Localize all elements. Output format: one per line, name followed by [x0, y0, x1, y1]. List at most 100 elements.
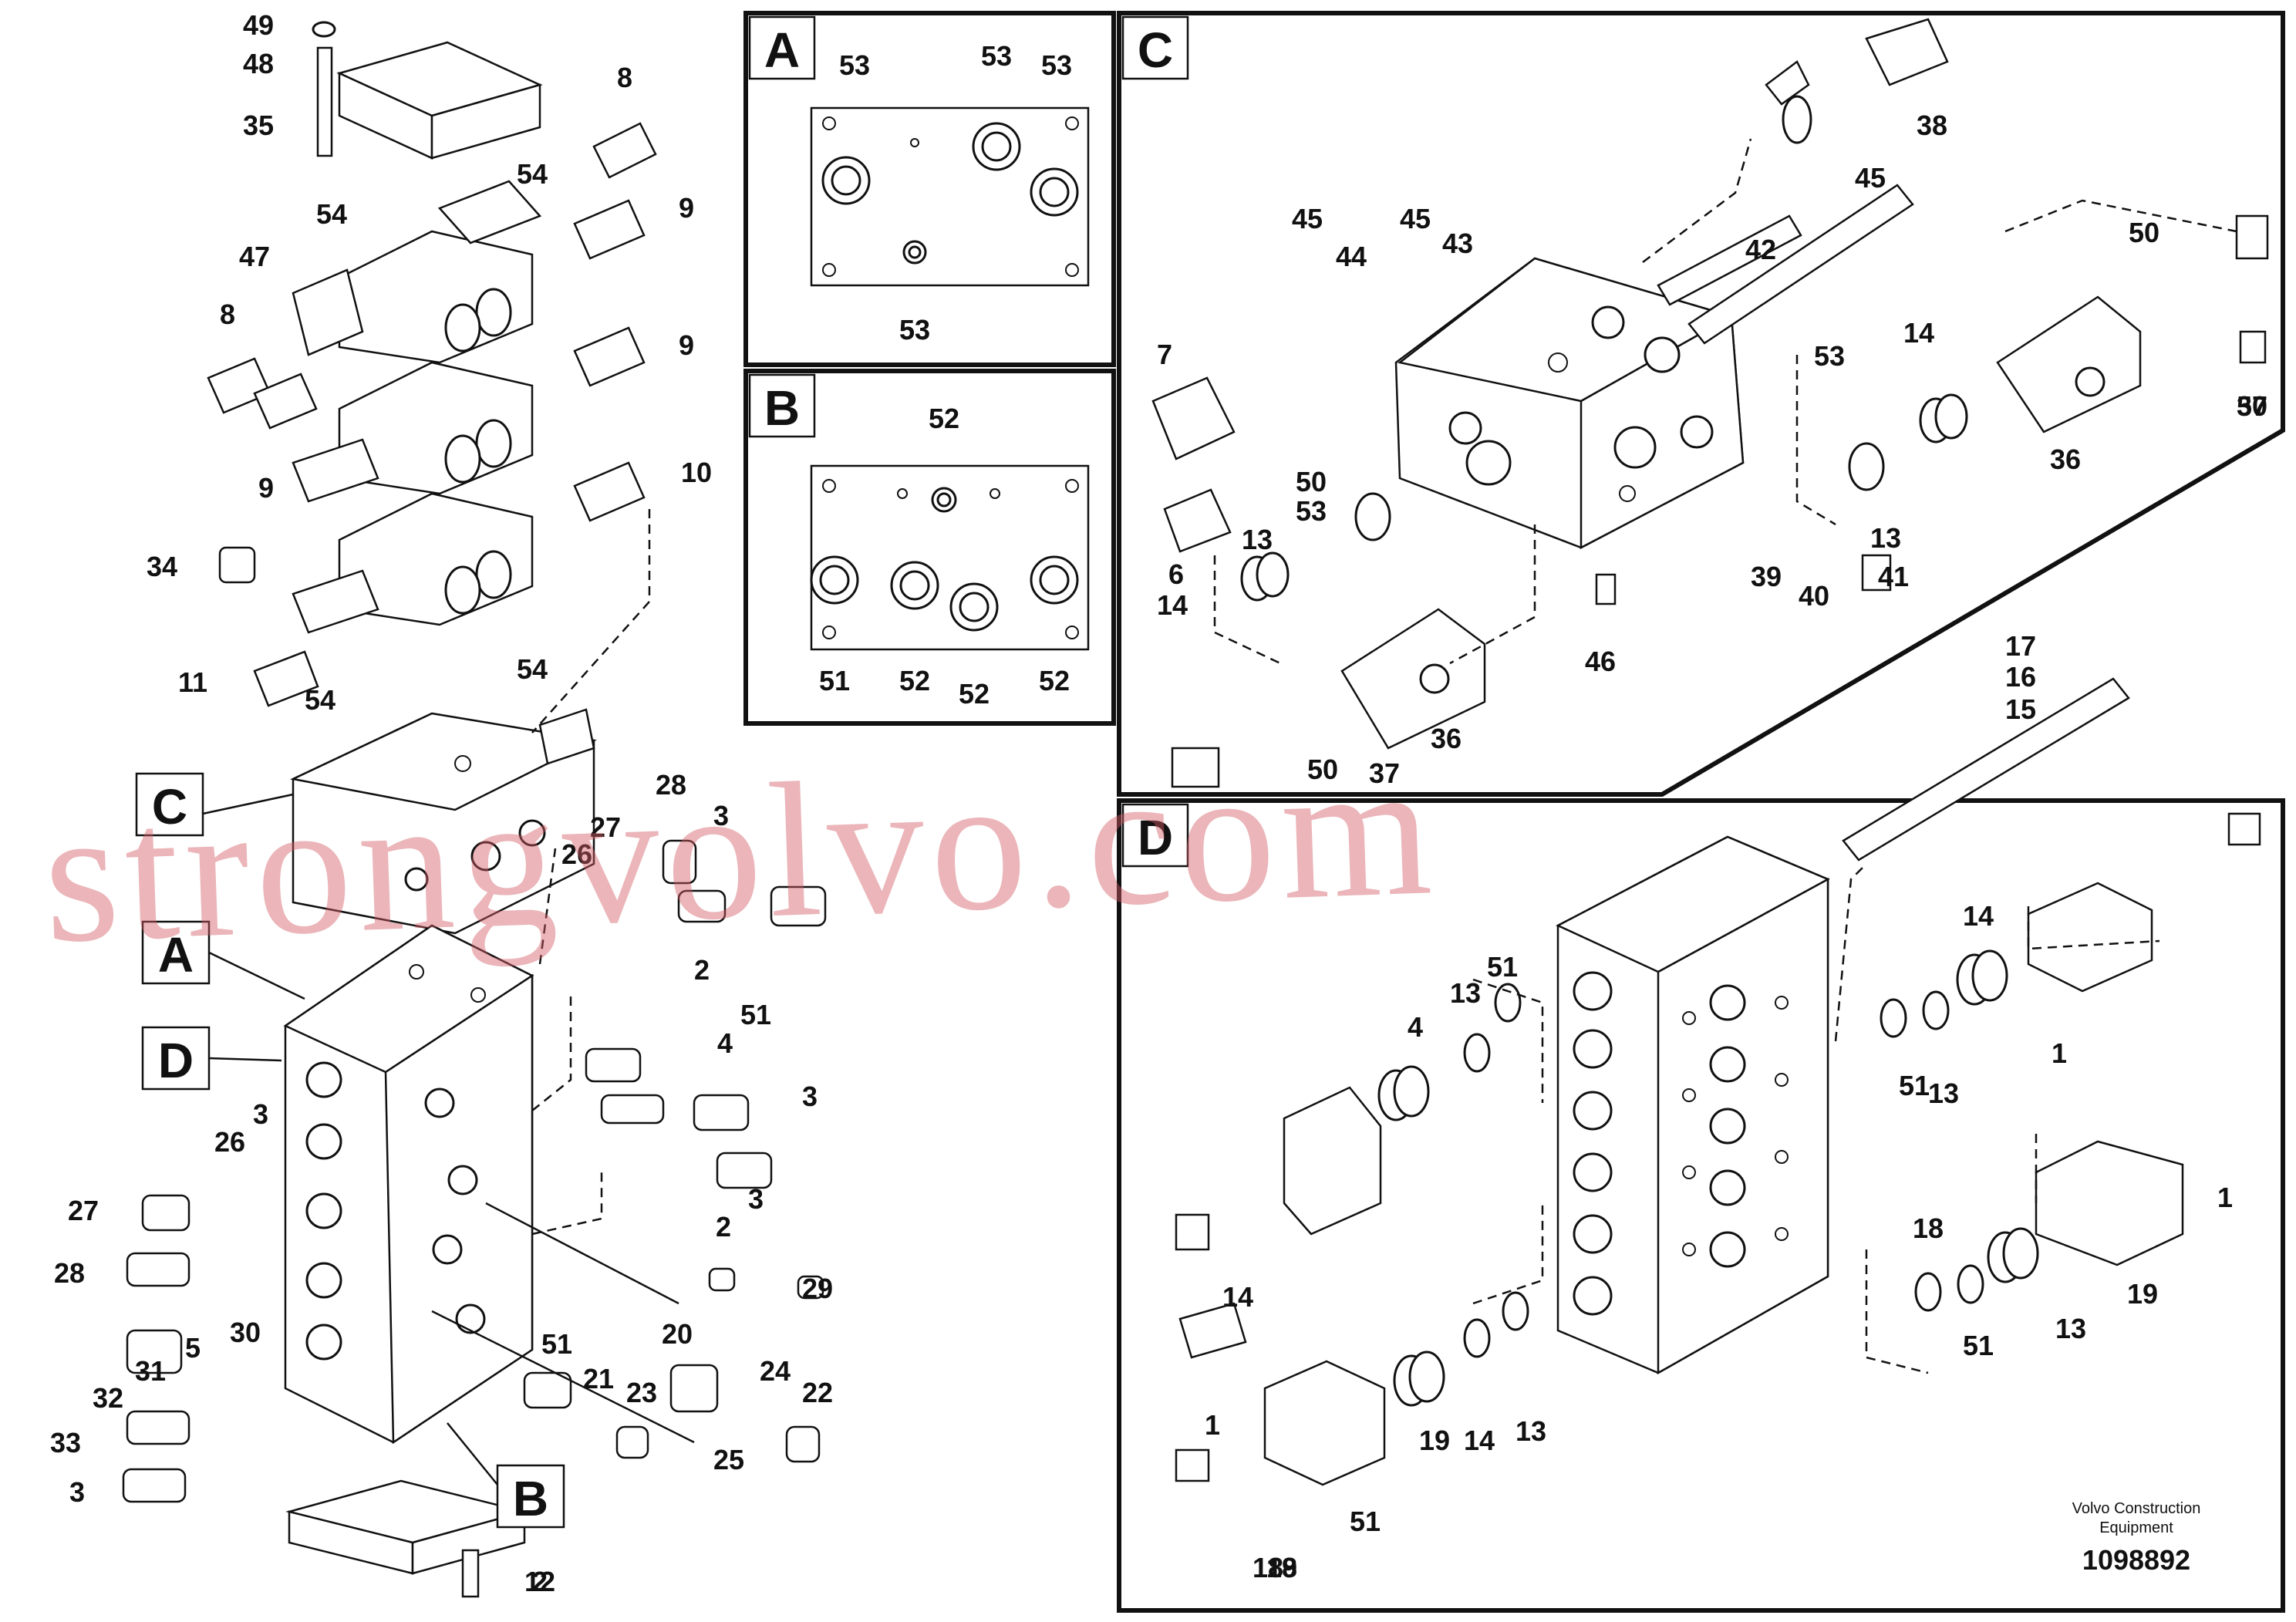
- callout-number: 25: [713, 1444, 744, 1475]
- view-label-b-text: B: [513, 1471, 548, 1526]
- callout-number: 39: [1751, 561, 1782, 592]
- pilot-valve-section-2: [292, 361, 534, 503]
- callout-number: 54: [517, 653, 548, 685]
- watermark-text: strongvolvo.com: [40, 721, 1441, 983]
- callout-number: 2: [532, 1566, 548, 1597]
- callout-number: 5: [185, 1332, 201, 1364]
- view-label-d: D: [141, 1026, 282, 1091]
- panel-c-valve-body: [1394, 257, 1745, 550]
- callout-number: 14: [1464, 1425, 1495, 1456]
- callout-number: 50: [2237, 390, 2267, 422]
- callout-number: 45: [1400, 203, 1431, 234]
- callout-number: 20: [662, 1318, 693, 1350]
- callout-number: 3: [253, 1098, 268, 1130]
- callout-number: 30: [230, 1317, 261, 1348]
- callout-number: 36: [1431, 723, 1462, 754]
- callout-number: 43: [1442, 228, 1473, 259]
- callout-number: 35: [243, 110, 274, 141]
- callout-number: 42: [1745, 234, 1776, 265]
- callout-number: 26: [561, 838, 592, 870]
- callout-number: 21: [583, 1363, 614, 1394]
- callout-number: 7: [1157, 339, 1172, 370]
- callout-number: 2: [694, 954, 710, 986]
- callout-number: 19: [2127, 1278, 2158, 1310]
- callout-number: 11: [178, 666, 207, 698]
- callout-number: 9: [679, 329, 694, 361]
- callout-number: 24: [760, 1355, 791, 1387]
- callout-number: 47: [239, 241, 270, 272]
- callout-number: 28: [54, 1257, 85, 1289]
- callout-number: 4: [1408, 1011, 1423, 1043]
- callout-number: 13: [1450, 977, 1481, 1009]
- callout-number: 17: [2005, 630, 2036, 662]
- callout-number: 34: [147, 551, 177, 582]
- callout-number: 9: [258, 472, 274, 504]
- callout-number: 1: [2052, 1037, 2067, 1069]
- callout-number: 51: [1487, 951, 1518, 983]
- callout-number: 44: [1336, 241, 1367, 272]
- callout-number: 8: [617, 62, 632, 93]
- pilot-valve-section-3: [292, 492, 534, 634]
- footer-block: Volvo Construction Equipment 1098892: [2072, 1500, 2201, 1576]
- callout-number: 31: [135, 1355, 166, 1387]
- panel-c-letter: C: [1121, 15, 1189, 80]
- callout-number: 27: [590, 811, 621, 843]
- panel-a-letter: A: [748, 15, 816, 80]
- footer-drawing-number: 1098892: [2082, 1544, 2190, 1576]
- panel-c-frame: [1117, 11, 2285, 797]
- callout-number: 53: [1814, 340, 1845, 372]
- callout-number: 53: [839, 49, 870, 81]
- callout-number: 8: [220, 298, 235, 330]
- view-label-a-text: A: [158, 927, 194, 983]
- callout-number: 19: [1419, 1425, 1450, 1456]
- bottom-cover-plate: [285, 1479, 528, 1598]
- panel-d-letter-text: D: [1138, 810, 1173, 865]
- callout-number: 53: [899, 314, 930, 346]
- callout-number: 18: [1266, 1552, 1297, 1583]
- callout-number: 28: [656, 769, 686, 801]
- panel-c-springs: [1240, 393, 1968, 605]
- callout-number: 13: [1928, 1077, 1959, 1109]
- callout-number: 37: [1369, 757, 1400, 789]
- callout-number: 26: [214, 1126, 245, 1158]
- panel-d-port-holes: [1573, 971, 1789, 1316]
- callout-number: 52: [929, 403, 959, 434]
- callout-number: 13: [1515, 1415, 1546, 1447]
- top-cover-plate: [312, 21, 543, 160]
- callout-number: 38: [1917, 110, 1947, 141]
- callout-number: 4: [717, 1027, 733, 1059]
- callout-number: 1: [1205, 1409, 1220, 1441]
- callout-number: 27: [68, 1195, 99, 1226]
- callout-number: 50: [1307, 754, 1338, 785]
- panel-c-spool-assembly: [1657, 18, 1949, 345]
- solenoid-connectors: [207, 122, 657, 707]
- callout-number: 49: [243, 9, 274, 41]
- panel-d-letter: D: [1121, 803, 1189, 868]
- panel-c-end-cap-right: [1996, 214, 2269, 433]
- callout-number: 14: [1157, 589, 1188, 621]
- panel-c-letter-text: C: [1138, 22, 1173, 78]
- callout-number: 37: [2237, 390, 2267, 422]
- callout-number: 9: [679, 192, 694, 224]
- callout-number: 51: [1899, 1070, 1930, 1101]
- callout-number: 3: [713, 800, 729, 831]
- panel-d-spool: [1175, 677, 2261, 1482]
- panel-b-frame: [743, 369, 1116, 726]
- callout-number: 3: [69, 1476, 85, 1508]
- main-dashed-guides: [431, 509, 695, 1444]
- main-valve-block: [283, 924, 534, 1445]
- callout-number: 54: [517, 158, 548, 190]
- callout-number: 2: [716, 1211, 731, 1243]
- callout-number: 14: [1903, 317, 1934, 349]
- callout-number: 45: [1292, 203, 1323, 234]
- callout-number: 33: [50, 1427, 81, 1458]
- callout-number: 48: [243, 48, 274, 79]
- main-side-fittings: [122, 839, 827, 1503]
- callout-number: 51: [740, 999, 771, 1030]
- panel-d-dashed-guides: [1472, 863, 2160, 1374]
- footer-company-line1: Volvo Construction: [2072, 1500, 2201, 1517]
- panel-a-letter-text: A: [764, 22, 800, 78]
- relief-valve-block: [289, 708, 597, 935]
- callout-number: 36: [2050, 443, 2081, 475]
